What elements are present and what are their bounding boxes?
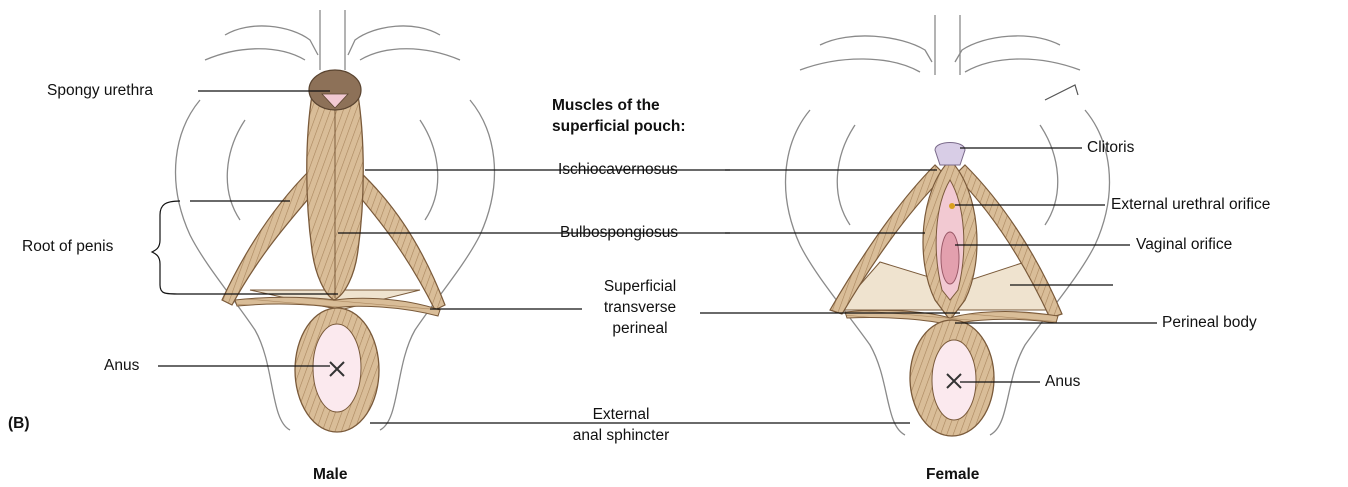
perineal-body-label: Perineal body xyxy=(1162,314,1257,332)
male-caption: Male xyxy=(313,466,347,484)
superficial-transverse-line3: perineal xyxy=(585,320,695,338)
male-ischiocavernosus-left xyxy=(222,170,320,305)
bulbospongiosus-label: Bulbospongiosus xyxy=(560,224,678,242)
male-anus-label: Anus xyxy=(104,357,139,375)
female-clitoris xyxy=(935,143,965,166)
superficial-transverse-line2: transverse xyxy=(585,299,695,317)
superficial-transverse-perineal-label: Superficial transverse perineal xyxy=(585,278,695,338)
ischiocavernosus-label: Ischiocavernosus xyxy=(558,161,678,179)
vaginal-orifice-label: Vaginal orifice xyxy=(1136,236,1232,254)
female-external-urethral-orifice xyxy=(949,203,955,209)
spongy-urethra-label: Spongy urethra xyxy=(47,82,153,100)
heading-line1: Muscles of the xyxy=(552,97,660,115)
panel-label: (B) xyxy=(8,415,30,433)
female-vaginal-orifice xyxy=(941,232,959,284)
male-ischiocavernosus-right xyxy=(350,170,445,310)
external-urethral-orifice-label: External urethral orifice xyxy=(1111,196,1270,214)
external-anal-line2: anal sphincter xyxy=(551,427,691,445)
root-of-penis-label: Root of penis xyxy=(22,238,113,256)
female-caption: Female xyxy=(926,466,979,484)
superficial-transverse-line1: Superficial xyxy=(585,278,695,296)
external-anal-sphincter-label: External anal sphincter xyxy=(551,406,691,445)
clitoris-label: Clitoris xyxy=(1087,139,1134,157)
heading-line2: superficial pouch: xyxy=(552,118,686,136)
external-anal-line1: External xyxy=(551,406,691,424)
female-anus-label: Anus xyxy=(1045,373,1080,391)
